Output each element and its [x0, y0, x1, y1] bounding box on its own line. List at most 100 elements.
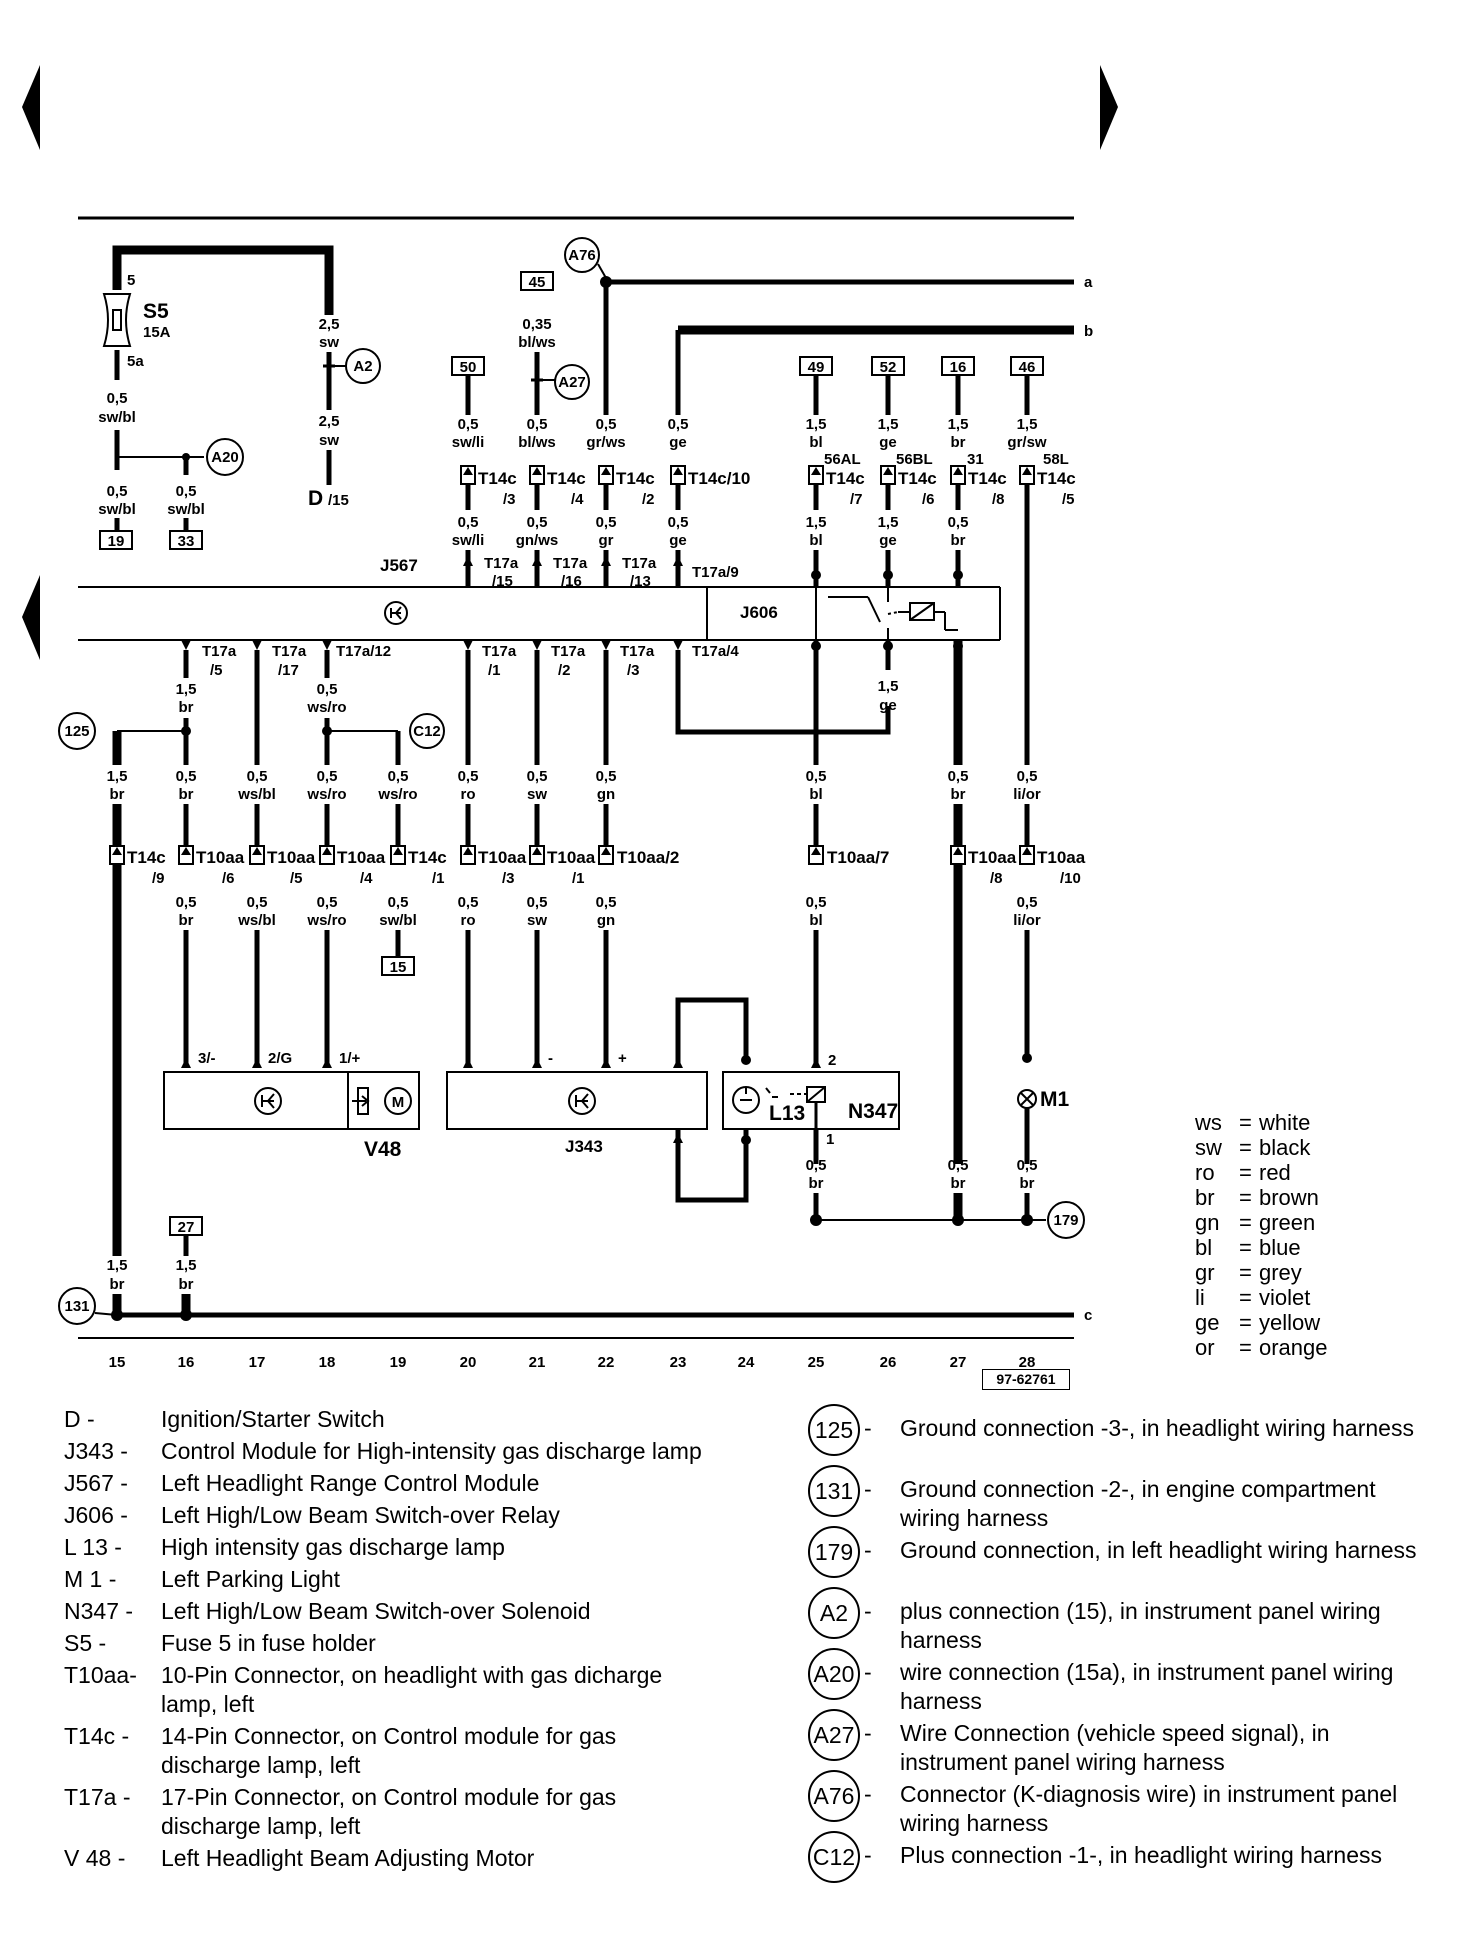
t17a-2-pin: /2	[558, 662, 571, 679]
color-code-row: gr = grey	[1195, 1260, 1425, 1285]
c12-connection-badge	[409, 713, 445, 749]
t14c-wire-size-27: 1,5	[948, 416, 969, 433]
a76-connection-badge	[564, 237, 600, 273]
j567-electronics-glyph	[390, 606, 402, 620]
g131-size-15: 1,5	[107, 1257, 128, 1274]
j606-input-dots	[811, 570, 963, 580]
j606-wire-size-26: 1,5	[878, 514, 899, 531]
ref-box-33	[169, 530, 203, 550]
t17a5-wire-color: br	[179, 699, 194, 716]
ref-box-19	[99, 530, 133, 550]
legend-code: N347 -	[64, 1598, 134, 1624]
wires-t14c-to-t17a	[465, 484, 961, 510]
t17a-1-pin: /1	[488, 662, 501, 679]
fuse-feed-wire	[112, 245, 334, 315]
d15-wire-color-2: sw	[319, 432, 339, 449]
m1-lamp-name: M1	[1040, 1088, 1069, 1111]
t17a-9-name: T17a/9	[692, 564, 739, 581]
wires-to-components	[183, 930, 1030, 1068]
ground-125-dot	[181, 726, 191, 736]
lower-top-color-15: br	[110, 786, 125, 803]
t14c-wire-size-28: 1,5	[1017, 416, 1038, 433]
wire33-size: 0,5	[176, 483, 197, 500]
legend-code: D -	[64, 1406, 95, 1432]
legend-description: Fuse 5 in fuse holder	[161, 1630, 376, 1656]
color-code-name: grey	[1259, 1260, 1302, 1285]
next-page-arrow-icon[interactable]	[1100, 65, 1118, 150]
g179-size-27: 0,5	[948, 1157, 969, 1174]
v48-motor-letter: M	[392, 1094, 405, 1111]
t14c-wire-size-25: 1,5	[806, 416, 827, 433]
lc27-name: T10aa	[968, 848, 1017, 867]
j343-module-name: J343	[565, 1137, 603, 1156]
connection-badge: A2	[808, 1587, 860, 1639]
ref-box-49-label: 49	[808, 359, 825, 376]
connection-legend-row: A20-wire connection (15a), in instrument…	[808, 1648, 1458, 1714]
t17a-15-pin: /15	[492, 573, 513, 590]
ref-box-46-label: 46	[1019, 359, 1036, 376]
connection-dash: -	[864, 1598, 872, 1624]
a27-connection-badge	[554, 364, 590, 400]
color-code-equals: =	[1239, 1260, 1252, 1285]
color-code-abbrev: sw	[1195, 1135, 1222, 1160]
color-code-abbrev: ro	[1195, 1160, 1215, 1185]
t14c-22-name: T14c	[616, 469, 655, 488]
lower-bot-size-19: 0,5	[388, 894, 409, 911]
prev-page-arrow-icon[interactable]	[22, 65, 40, 150]
lower-top-color-27: br	[951, 786, 966, 803]
connection-legend-row: A27-Wire Connection (vehicle speed signa…	[808, 1709, 1458, 1775]
lower-top-size-19: 0,5	[388, 768, 409, 785]
lc16-pin: /6	[222, 870, 235, 887]
d15-wire-size-1: 2,5	[319, 316, 340, 333]
l13-lamp-glyph	[740, 1087, 752, 1101]
lower-top-color-19: ws/ro	[377, 786, 417, 803]
fuse-element	[112, 309, 122, 331]
wire-ge-loop-t17a4	[675, 650, 891, 735]
connection-badge: 179	[808, 1526, 860, 1578]
lower-bot-color-22: gn	[597, 912, 615, 929]
fuse-wire-size: 0,5	[107, 390, 128, 407]
j606-out-dot-27	[953, 641, 963, 651]
color-code-abbrev: gr	[1195, 1260, 1215, 1285]
color-code-name: white	[1259, 1110, 1311, 1135]
lower-top-size-27: 0,5	[948, 768, 969, 785]
legend-row: N347 -Left High/Low Beam Switch-over Sol…	[64, 1597, 784, 1626]
lc28-pin: /10	[1060, 870, 1081, 887]
ground-125-badge	[58, 712, 96, 750]
t14c-wire-size-23: 0,5	[668, 416, 689, 433]
color-code-abbrev: ws	[1195, 1110, 1222, 1135]
ref-box-27-label: 27	[178, 1219, 195, 1236]
color-code-row: sw=black	[1195, 1135, 1425, 1160]
a20-connection-label: A20	[211, 449, 239, 466]
lower-top-size-15: 1,5	[107, 768, 128, 785]
t17a-13-pin: /13	[630, 573, 651, 590]
v48-pin-2: 2/G	[268, 1050, 292, 1067]
t14c-20-name: T14c	[478, 469, 517, 488]
ignition-switch-label: D	[308, 487, 323, 510]
legend-code: T14c -	[64, 1723, 130, 1749]
v48-pot-arrow	[352, 1095, 370, 1107]
t17a-17-name: T17a	[272, 643, 307, 660]
g131-size-16: 1,5	[176, 1257, 197, 1274]
j567-module-name: J567	[380, 556, 418, 575]
t17a-wire-color-20: sw/li	[452, 532, 485, 549]
t14c-25-sig: 56AL	[824, 451, 861, 468]
t14c-27-pin: /8	[992, 491, 1005, 508]
t17a-wire-size-20: 0,5	[458, 514, 479, 531]
legend-code: S5 -	[64, 1630, 107, 1656]
connection-dash: -	[864, 1842, 872, 1868]
wire33-color: sw/bl	[167, 501, 205, 518]
color-code-row: ro=red	[1195, 1160, 1425, 1185]
t17a-wire-size-23: 0,5	[668, 514, 689, 531]
t14c-26-name: T14c	[898, 469, 937, 488]
color-code-equals: =	[1239, 1285, 1252, 1310]
j343-pin-minus: -	[548, 1050, 553, 1067]
color-code-name: brown	[1259, 1185, 1319, 1210]
legend-row: S5 - Fuse 5 in fuse holder	[64, 1629, 784, 1658]
t17a-3-pin: /3	[627, 662, 640, 679]
t14c-wire-color-20: sw/li	[452, 434, 485, 451]
j606-wire-size-25: 1,5	[806, 514, 827, 531]
lower-bot-color-20: ro	[461, 912, 476, 929]
